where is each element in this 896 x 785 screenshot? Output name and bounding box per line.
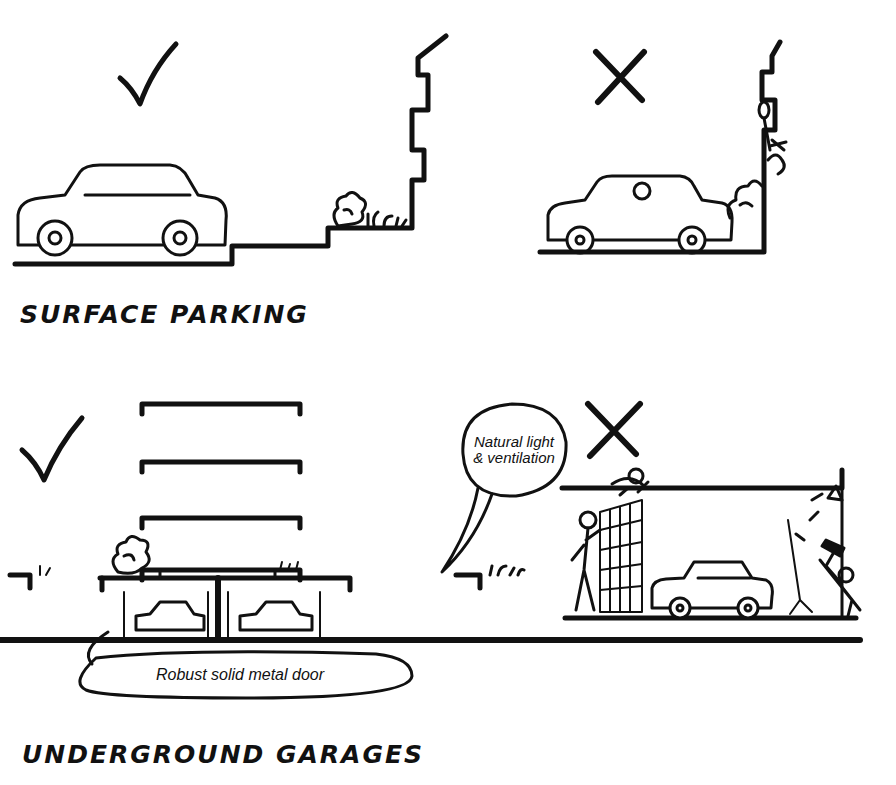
bush-symbol (334, 192, 406, 226)
callout-text: Natural light & ventilation (470, 434, 558, 466)
ground-line (15, 36, 446, 264)
check-mark (22, 418, 82, 480)
vandal-figure (572, 469, 648, 610)
car-symbol (548, 176, 732, 253)
check-mark (120, 44, 176, 104)
wall-line (540, 42, 780, 252)
vandal-figure (788, 486, 860, 616)
car-symbol (136, 602, 312, 630)
smoke-symbol (728, 181, 762, 218)
car-symbol (652, 562, 772, 618)
grille-symbol (600, 500, 642, 612)
callout-bubble: Natural light & ventilation (460, 402, 568, 498)
cross-mark (596, 52, 644, 102)
callout-text: Robust solid metal door (156, 667, 324, 684)
building-floors (142, 404, 300, 580)
section-label: SURFACE PARKING (20, 300, 309, 329)
callout-bubble: Robust solid metal door (66, 650, 414, 700)
cross-mark (588, 404, 640, 456)
vandal-figure (759, 102, 786, 174)
car-symbol (18, 165, 226, 255)
room-outline (562, 470, 856, 618)
bubble-tail (442, 488, 492, 572)
section-label: UNDERGROUND GARAGES (22, 740, 424, 769)
